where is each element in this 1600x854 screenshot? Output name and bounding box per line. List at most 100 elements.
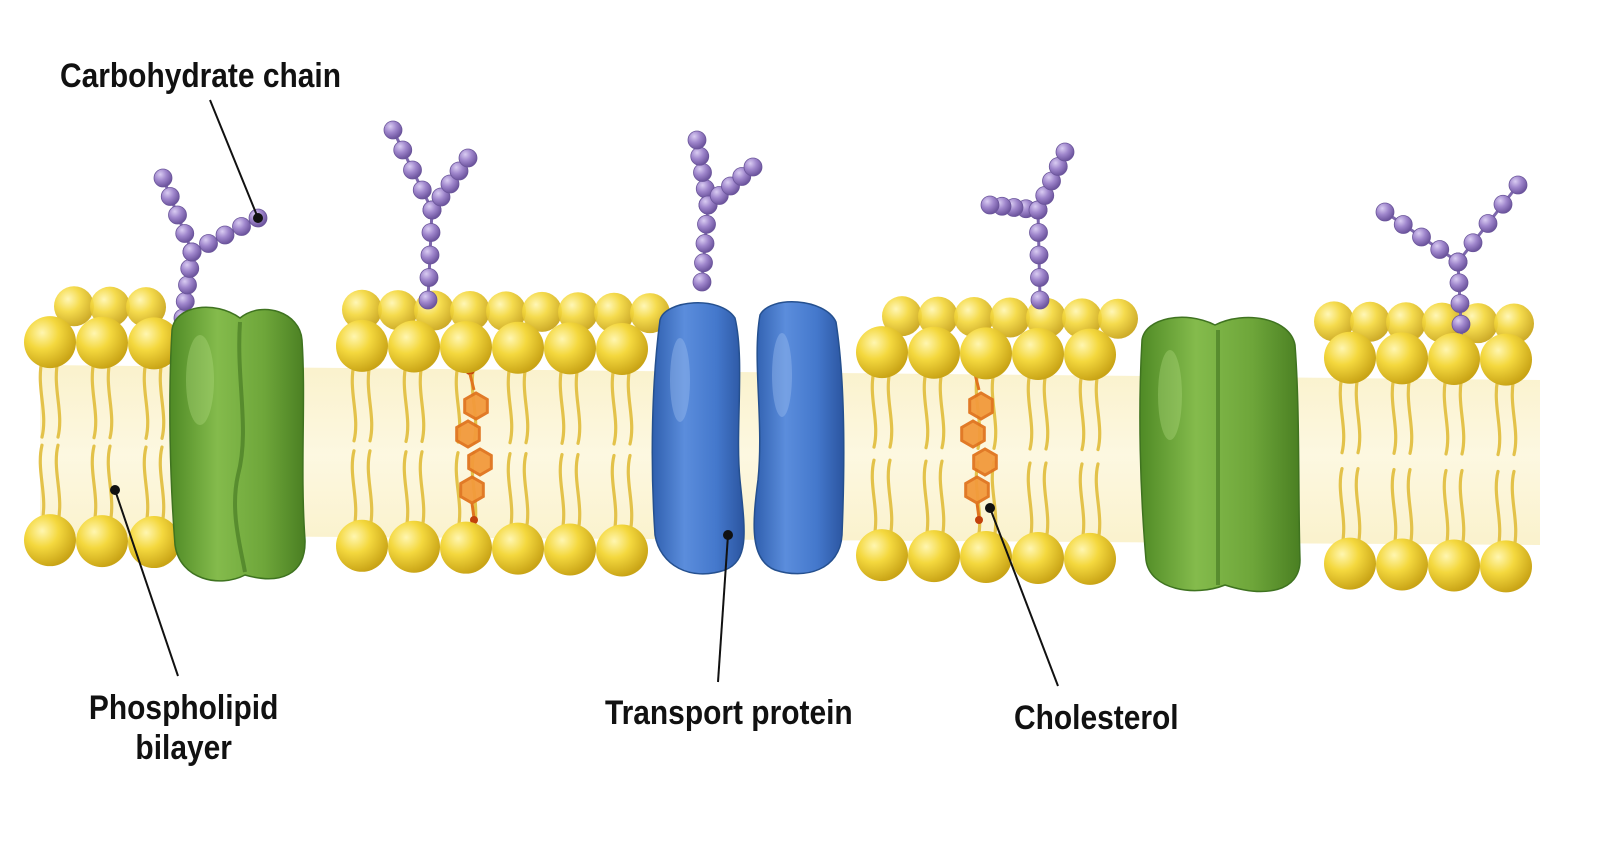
phospholipid-head-bottom: [1012, 531, 1064, 584]
protein-left-highlight: [186, 335, 214, 425]
phospholipid-head-bottom: [128, 516, 180, 569]
carbohydrate-bead: [182, 242, 202, 262]
phospholipid-head-top: [76, 316, 128, 369]
phospholipid-head-back: [342, 289, 382, 330]
carbohydrate-bead: [1393, 215, 1413, 234]
fatty-acid-tail: [1494, 469, 1502, 550]
phospholipid-tails: [38, 358, 1518, 550]
carbohydrate-bead: [458, 148, 478, 168]
phospholipid-head-top: [336, 319, 388, 372]
phospholipid-head-back: [1386, 302, 1426, 343]
carbohydrate-bead: [160, 187, 180, 206]
phospholipid-head-bottom: [336, 519, 388, 572]
phospholipid-head-bottom: [960, 531, 1012, 584]
fatty-acid-tail: [142, 445, 150, 526]
cholesterol-molecules: [455, 365, 998, 524]
phospholipid-head-top: [856, 326, 908, 379]
protein-right-highlight: [1158, 350, 1182, 440]
fatty-acid-tail: [1458, 375, 1466, 456]
fatty-acid-tail: [90, 359, 98, 440]
label-phospholipid-line1: Phospholipid: [88, 689, 279, 727]
fatty-acid-tail: [366, 362, 374, 443]
fatty-acid-tail: [886, 458, 894, 539]
phospholipid-head-top: [128, 317, 180, 370]
transport-protein-highlight-right: [772, 333, 792, 417]
carbohydrate-bead: [693, 163, 712, 182]
phospholipid-head-back: [486, 291, 526, 332]
carbohydrate-bead: [431, 187, 451, 207]
phospholipid-head-bottom: [596, 524, 648, 577]
fatty-acid-tail: [574, 452, 582, 534]
phospholipid-head-bottom: [1480, 540, 1532, 593]
cholesterol-tail: [470, 502, 476, 519]
fatty-acid-tail: [1078, 371, 1086, 452]
phospholipid-head-top: [492, 321, 544, 374]
phospholipid-head-back: [1314, 301, 1354, 342]
cholesterol-ring: [459, 475, 485, 505]
carbohydrate-bead: [168, 205, 187, 225]
fatty-acid-tail: [1338, 374, 1346, 455]
protein-left-groove: [233, 321, 247, 573]
phospholipid-head-back: [126, 287, 166, 328]
fatty-acid-tail: [574, 364, 582, 445]
fatty-acid-tail: [558, 364, 566, 445]
transport-protein-right-lobe: [753, 301, 845, 575]
phospholipid-head-back: [378, 290, 418, 331]
carbohydrate-bead: [412, 180, 432, 200]
label-carbohydrate-chain: Carbohydrate chain: [60, 57, 341, 95]
phospholipid-head-bottom: [24, 514, 76, 567]
phospholipid-head-top: [544, 322, 596, 375]
carbohydrate-bead: [180, 259, 200, 278]
label-phospholipid-line2: bilayer: [135, 729, 232, 767]
carbohydrate-bead: [1430, 240, 1450, 259]
fatty-acid-tail: [1510, 469, 1518, 550]
fatty-acid-tail: [1078, 462, 1086, 543]
carbohydrate-bead: [1412, 227, 1431, 247]
fatty-acid-tail: [1338, 466, 1346, 548]
fatty-acid-tail: [1390, 374, 1398, 455]
phospholipid-head-back: [954, 297, 994, 338]
phospholipid-head-bottom: [1064, 532, 1116, 585]
carbohydrate-bead: [1463, 233, 1483, 253]
fatty-acid-tail: [1390, 467, 1398, 549]
fatty-acid-tail: [1406, 467, 1414, 549]
cholesterol-ring: [455, 419, 481, 449]
label-phospholipid-bilayer: Phospholipid bilayer: [89, 688, 278, 768]
phospholipid-head-back: [1350, 301, 1390, 342]
fatty-acid-tail: [38, 358, 46, 439]
carbohydrate-bead: [695, 234, 715, 253]
carbohydrate-bead: [421, 223, 441, 242]
carbohydrate-bead: [1029, 223, 1048, 242]
carbohydrate-chains: [153, 120, 1528, 355]
phospholipid-head-bottom: [1376, 538, 1428, 591]
phospholipid-head-back: [450, 290, 490, 331]
fatty-acid-tail: [1510, 375, 1518, 457]
phospholipid-head-back: [1098, 298, 1138, 339]
fatty-acid-tail: [1354, 466, 1362, 548]
phospholipid-head-top: [1376, 332, 1428, 385]
phospholipid-head-back: [54, 286, 94, 327]
phospholipid-head-top: [1012, 327, 1064, 380]
phospholipid-head-back: [1458, 303, 1498, 344]
leader-transport-dot: [723, 530, 733, 540]
phospholipid-head-bottom: [388, 520, 440, 573]
leader-carbohydrate-dot: [253, 213, 263, 223]
fatty-acid-tail: [158, 445, 166, 526]
leader-cholesterol: [989, 507, 1059, 687]
leader-lines: [110, 99, 1059, 687]
carbohydrate-bead: [153, 168, 173, 188]
fatty-acid-tail: [54, 358, 62, 439]
phospholipid-head-back: [990, 297, 1030, 338]
fatty-acid-tail: [1026, 461, 1034, 542]
fatty-acid-tail: [350, 449, 358, 530]
phospholipid-head-back: [1422, 302, 1462, 343]
fatty-acid-tail: [922, 459, 930, 540]
fatty-acid-tail: [506, 452, 514, 533]
fatty-acid-tail: [350, 362, 358, 443]
carbohydrate-bead: [393, 140, 413, 160]
carbohydrate-bead: [980, 195, 1000, 215]
cholesterol-link: [468, 373, 476, 391]
fatty-acid-tail: [142, 359, 150, 440]
fatty-acid-tail: [522, 452, 530, 533]
